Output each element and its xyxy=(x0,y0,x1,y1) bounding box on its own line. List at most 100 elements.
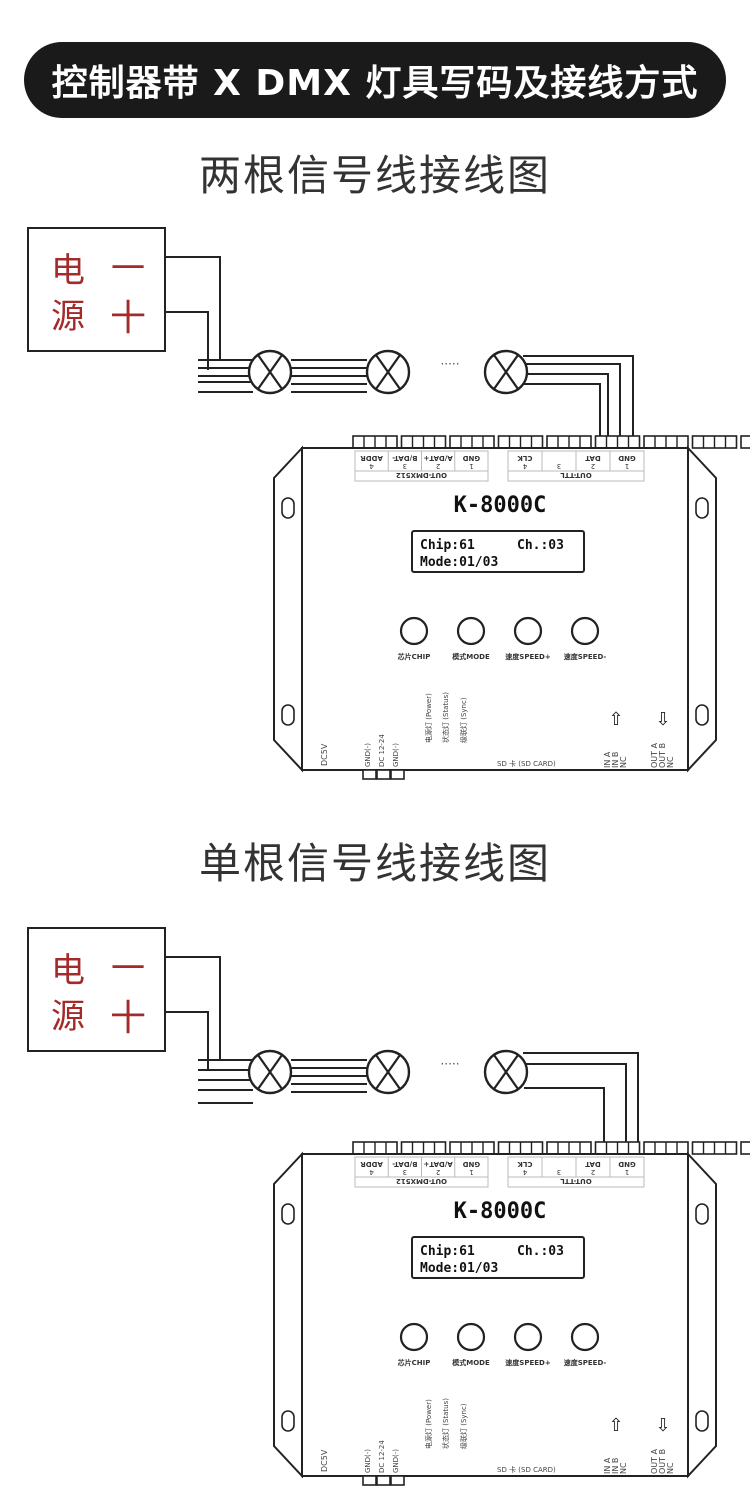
mode-button[interactable] xyxy=(456,1322,486,1352)
label-in-nc: NC xyxy=(619,1462,628,1474)
dmx-header-pin-label: B/DAT- xyxy=(392,454,417,462)
dmx-header-pin-number: 1 xyxy=(469,462,473,470)
power-label-top: 电 xyxy=(51,951,85,991)
sd-card-label: SD 卡 (SD CARD) xyxy=(497,759,556,768)
label-out-a: OUT A xyxy=(650,742,659,768)
power-label-bottom: 源 xyxy=(51,297,85,337)
power-wire-negative xyxy=(165,256,221,360)
speed-down-button[interactable] xyxy=(570,616,600,646)
lamp-cross-line xyxy=(493,1054,519,1090)
power-terminal-block xyxy=(390,769,405,780)
mount-hole-icon xyxy=(695,704,709,726)
speed-up-button[interactable] xyxy=(513,1322,543,1352)
lamp-ellipsis: ····· xyxy=(440,357,459,371)
led-sync-label: 级联灯 (Sync) xyxy=(459,697,468,743)
power-wire-negative xyxy=(165,956,221,1060)
power-wire-positive xyxy=(165,311,209,370)
label-gnd-2: GND(-) xyxy=(392,743,400,767)
chip-button[interactable] xyxy=(399,616,429,646)
mount-hole-icon xyxy=(281,704,295,726)
chip-button[interactable] xyxy=(399,1322,429,1352)
label-in-b: IN B xyxy=(611,1458,620,1474)
lamp-cross-line xyxy=(375,1054,401,1090)
power-minus-terminal: 一 xyxy=(111,249,145,289)
label-gnd-1: GND(-) xyxy=(364,743,372,767)
dmx-header-pin-number: 3 xyxy=(403,1168,407,1176)
signal-wire xyxy=(525,363,621,440)
signal-wire xyxy=(523,355,634,440)
speed-down-button[interactable] xyxy=(570,1322,600,1352)
led-sync-label: 级联灯 (Sync) xyxy=(459,1403,468,1449)
ttl-header-pin-number: 1 xyxy=(625,462,629,470)
lcd-mode-value: Mode:01/03 xyxy=(420,1261,498,1276)
dmx-header-pin-label: ADDR xyxy=(360,1160,383,1168)
mount-flange-left xyxy=(273,1151,303,1479)
power-plus-terminal: 十 xyxy=(110,998,146,1039)
input-arrow-icon: ⇧ xyxy=(608,709,623,730)
label-dc5v: DC5V xyxy=(320,743,329,766)
power-label-bottom: 源 xyxy=(51,997,85,1037)
label-out-a: OUT A xyxy=(650,1448,659,1474)
header-title: 控制器带 X DMX 灯具写码及接线方式 xyxy=(51,63,699,104)
mount-hole-icon xyxy=(281,1410,295,1432)
lcd-channel-value: Ch.:03 xyxy=(517,538,564,553)
lamp-cross-line xyxy=(375,354,401,390)
ttl-header-pin-number: 2 xyxy=(591,462,595,470)
mode-button-label: 模式MODE xyxy=(452,1358,490,1367)
ttl-header-group-label: OUT-TTL xyxy=(560,471,592,479)
speed-down-button-label: 速度SPEED- xyxy=(564,652,607,661)
dmx-header-pin-number: 3 xyxy=(403,462,407,470)
mode-button-label: 模式MODE xyxy=(452,652,490,661)
power-terminal-block xyxy=(390,1475,405,1486)
ttl-header-pin-label: DAT xyxy=(585,1160,601,1168)
chip-button-label: 芯片CHIP xyxy=(398,652,431,661)
controller-body xyxy=(301,1153,689,1477)
label-in-a: IN A xyxy=(603,751,612,768)
ttl-header-pin-label: CLK xyxy=(517,454,533,462)
label-gnd-1: GND(-) xyxy=(364,1449,372,1473)
signal-wire xyxy=(526,373,609,440)
power-label-top: 电 xyxy=(51,251,85,291)
lamp-cross-line xyxy=(257,354,283,390)
wiring-diagram-single-wire: 电源一十·····GND1A/DAT+2B/DAT-3ADDR4OUT-DMX5… xyxy=(27,927,750,1486)
ttl-header-group-label: OUT-TTL xyxy=(560,1177,592,1185)
ttl-header-pin-number: 4 xyxy=(522,1168,527,1176)
led-status-label: 状态灯 (Status) xyxy=(441,692,450,743)
header-banner: 控制器带 X DMX 灯具写码及接线方式 xyxy=(24,42,726,118)
signal-wire xyxy=(524,1087,605,1146)
dmx-header-pin-number: 2 xyxy=(436,1168,440,1176)
terminal-block xyxy=(740,1141,750,1155)
label-dc5v: DC5V xyxy=(320,1449,329,1472)
speed-up-button-label: 速度SPEED+ xyxy=(505,1358,551,1367)
mount-hole-icon xyxy=(695,497,709,519)
led-power-label: 电源灯 (Power) xyxy=(424,1399,433,1449)
lcd-chip-value: Chip:61 xyxy=(420,538,475,553)
diagram-title-two-wire: 两根信号线接线图 xyxy=(198,151,551,200)
power-minus-terminal: 一 xyxy=(111,949,145,989)
speed-up-button[interactable] xyxy=(513,616,543,646)
ttl-header-pin-number: 2 xyxy=(591,1168,595,1176)
signal-wire xyxy=(526,1063,627,1146)
dmx-header-pin-label: A/DAT+ xyxy=(423,454,452,462)
dmx-header-pin-label: GND xyxy=(462,454,480,462)
mount-hole-icon xyxy=(281,1203,295,1225)
label-in-nc: NC xyxy=(619,756,628,768)
dmx-header-pin-number: 4 xyxy=(369,462,374,470)
input-arrow-icon: ⇧ xyxy=(608,1415,623,1436)
speed-up-button-label: 速度SPEED+ xyxy=(505,652,551,661)
terminal-block xyxy=(740,435,750,449)
led-status-label: 状态灯 (Status) xyxy=(441,1398,450,1449)
label-out-b: OUT B xyxy=(658,1449,667,1474)
mount-flange-right xyxy=(687,1151,717,1479)
label-dc-input: DC 12-24 xyxy=(378,734,386,767)
label-out-nc: NC xyxy=(666,756,675,768)
power-supply-box xyxy=(27,927,166,1052)
power-wire-positive xyxy=(165,1011,209,1070)
lamp-cross-line xyxy=(493,354,519,390)
lamp-ellipsis: ····· xyxy=(440,1057,459,1071)
power-terminal-block xyxy=(362,1475,377,1486)
signal-wire xyxy=(524,383,601,440)
mode-button[interactable] xyxy=(456,616,486,646)
dmx-header-group-label: OUT-DMX512 xyxy=(396,471,447,479)
led-power-label: 电源灯 (Power) xyxy=(424,693,433,743)
